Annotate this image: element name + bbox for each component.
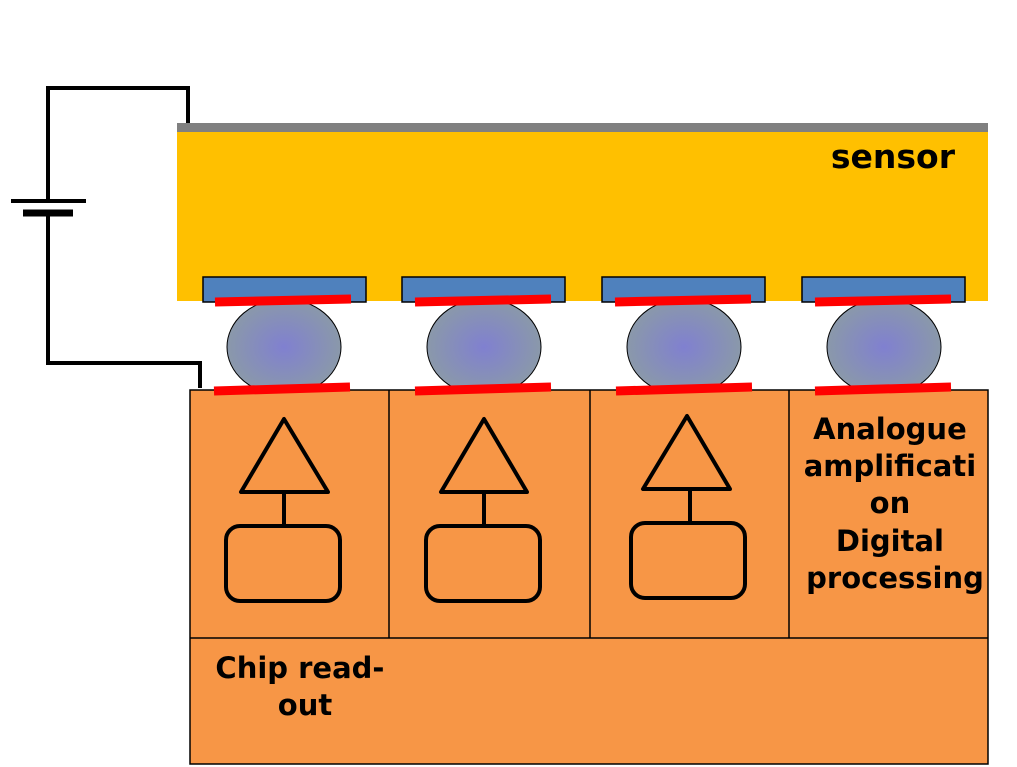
bias-wire-top (46, 86, 190, 200)
pixel-cell-1 (224, 417, 342, 603)
contact-line (614, 294, 752, 307)
contact-line (414, 382, 552, 396)
analogue-digital-label: Analogue amplificati on Digital processi… (804, 412, 987, 595)
amplifier-triangle-icon (641, 414, 732, 491)
contact-line (814, 294, 952, 307)
bump-bond (626, 298, 742, 396)
label-line: processing (806, 561, 984, 595)
contact-line (615, 382, 753, 396)
contact-lines (213, 294, 952, 396)
battery-icon (11, 199, 86, 217)
chip-readout-label: Chip read- out (215, 651, 394, 722)
contact-line (213, 382, 351, 396)
contact-line (814, 382, 952, 396)
sensor-layer (177, 128, 988, 301)
label-line: Analogue (813, 412, 967, 446)
readout-chip (189, 389, 989, 765)
contact-line (414, 294, 552, 307)
label-line: amplificati (804, 449, 977, 483)
pixel-cell-3 (629, 414, 747, 600)
bump-bond (426, 298, 542, 396)
label-line: Chip read- (215, 651, 384, 685)
label-line: on (870, 486, 911, 520)
label-line: Digital (836, 524, 944, 558)
bump-bond (826, 298, 942, 396)
bias-wire-bottom (46, 212, 202, 388)
sensor-label: sensor (831, 137, 956, 176)
chip-cell-dividers (190, 390, 988, 639)
bump-bonds (226, 298, 942, 396)
contact-line (214, 294, 352, 307)
sensor-top-electrode (177, 123, 988, 132)
bump-bond (226, 298, 342, 396)
bias-circuit (46, 86, 202, 388)
pixel-cell-2 (424, 417, 542, 603)
pixel-electronics (224, 414, 747, 603)
processing-block-icon (629, 521, 747, 600)
label-line: out (278, 688, 333, 722)
processing-block-icon (224, 524, 342, 603)
processing-block-icon (424, 524, 542, 603)
